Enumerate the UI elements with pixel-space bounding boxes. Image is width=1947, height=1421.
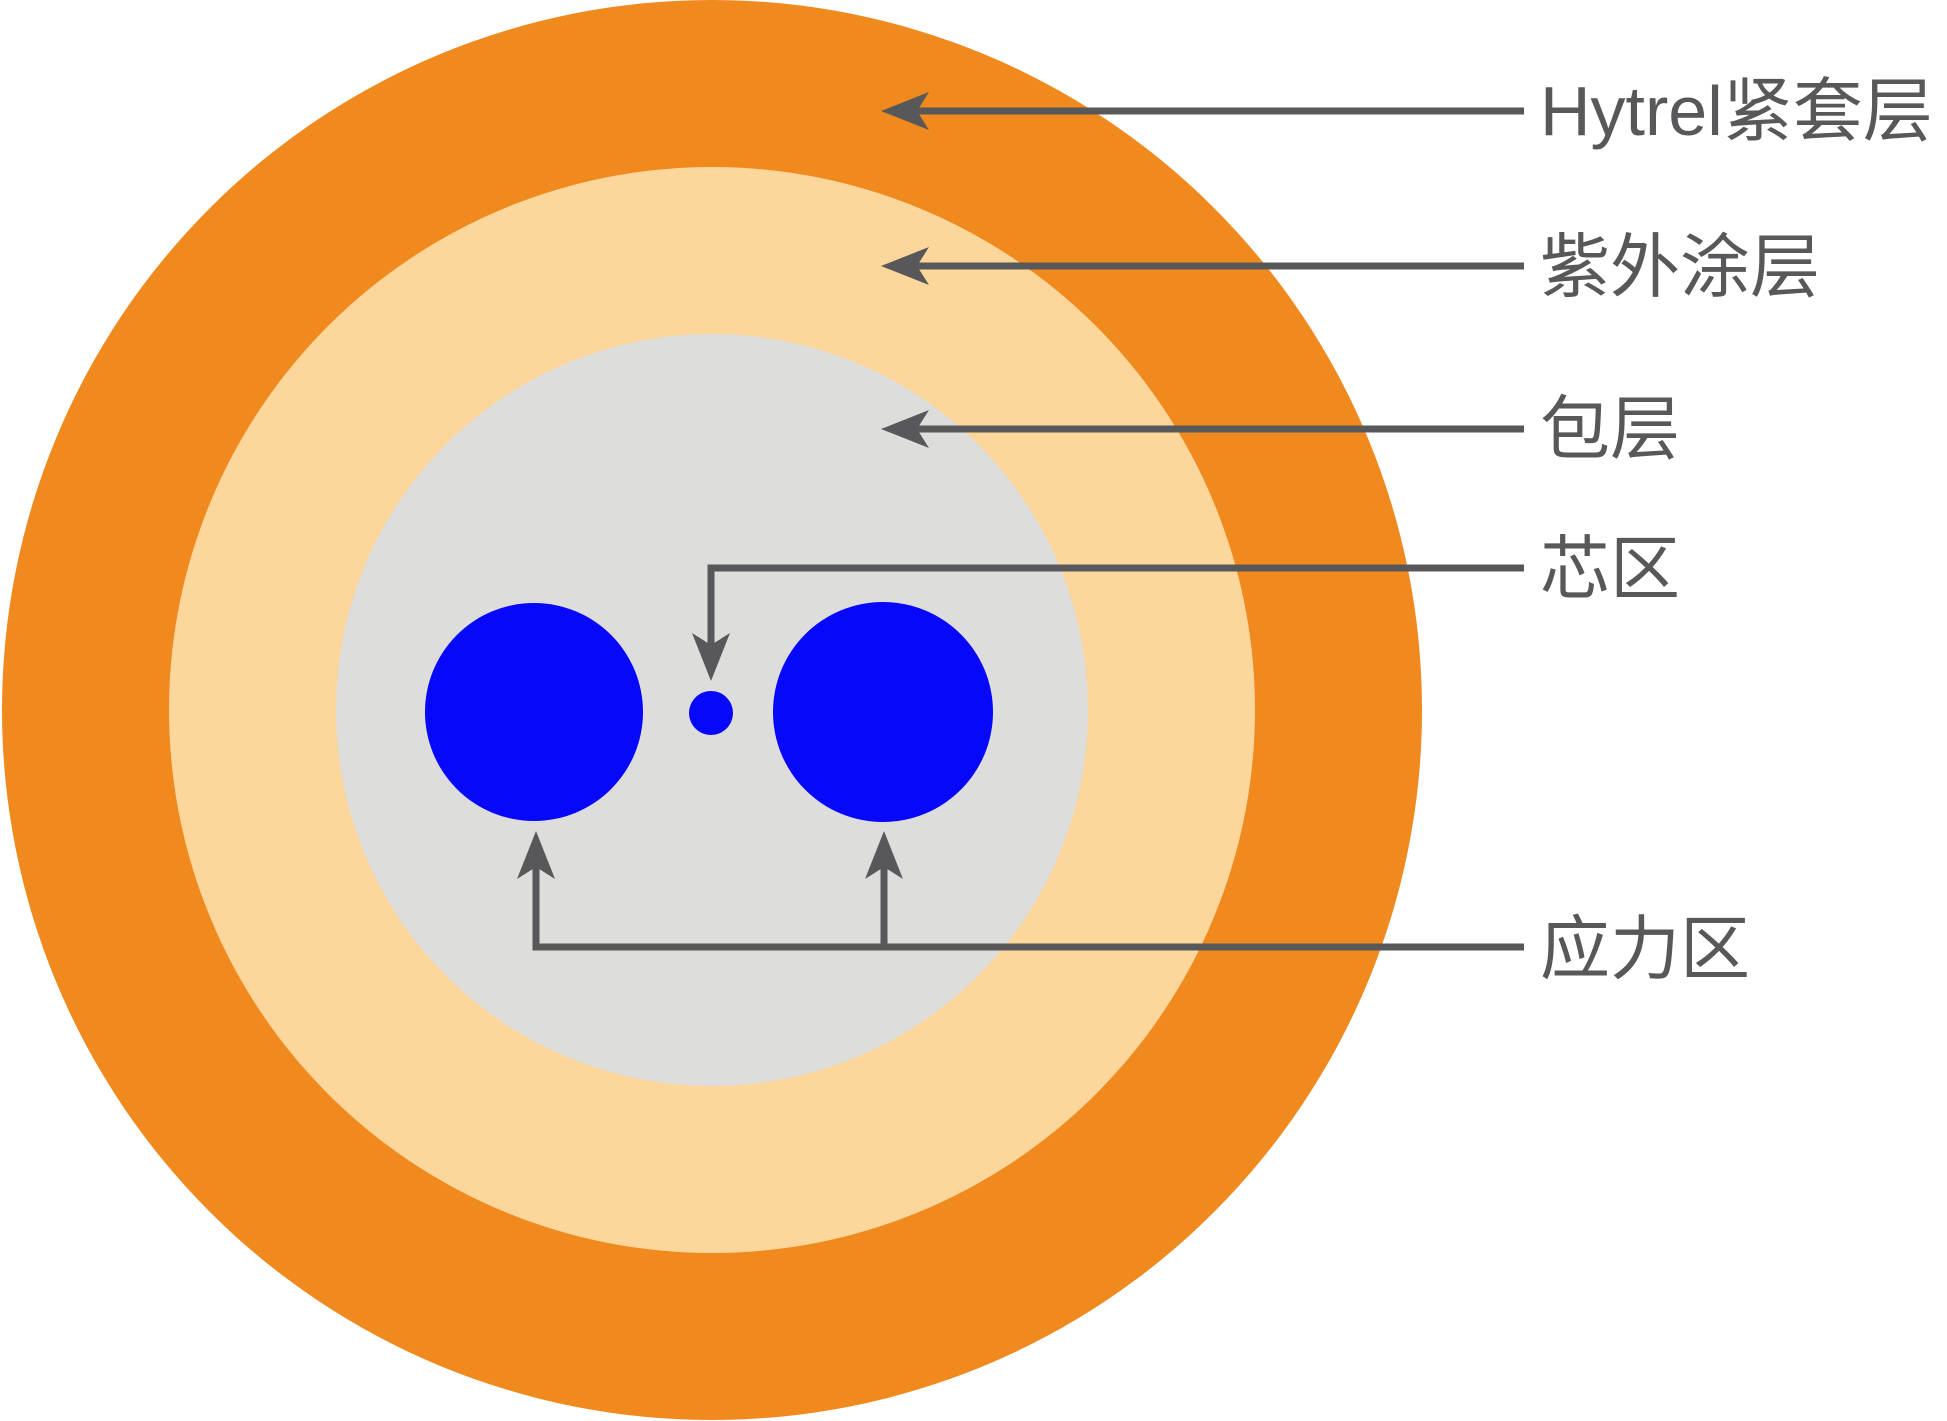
- stress-right-arrowhead-icon: [865, 831, 903, 879]
- core-dot: [689, 691, 733, 735]
- stress-left-arrowhead-icon: [517, 831, 555, 879]
- core-arrowhead-icon: [692, 633, 730, 681]
- label-cladding-layer: 包层: [1540, 390, 1680, 468]
- uv-arrowhead-icon: [881, 247, 929, 285]
- stress-leader-line: [532, 867, 1524, 951]
- stress-zone-left-circle: [425, 603, 643, 821]
- label-core-area: 芯区: [1540, 530, 1680, 608]
- label-jacket-layer: Hytrel紧套层: [1540, 72, 1933, 150]
- core-leader-line: [707, 564, 1524, 645]
- stress-zone-right-circle: [773, 602, 993, 822]
- jacket-arrowhead-icon: [881, 92, 929, 130]
- cladding-arrowhead-icon: [881, 410, 929, 448]
- label-stress-zone: 应力区: [1540, 910, 1750, 988]
- label-uv-coating-layer: 紫外涂层: [1540, 228, 1820, 306]
